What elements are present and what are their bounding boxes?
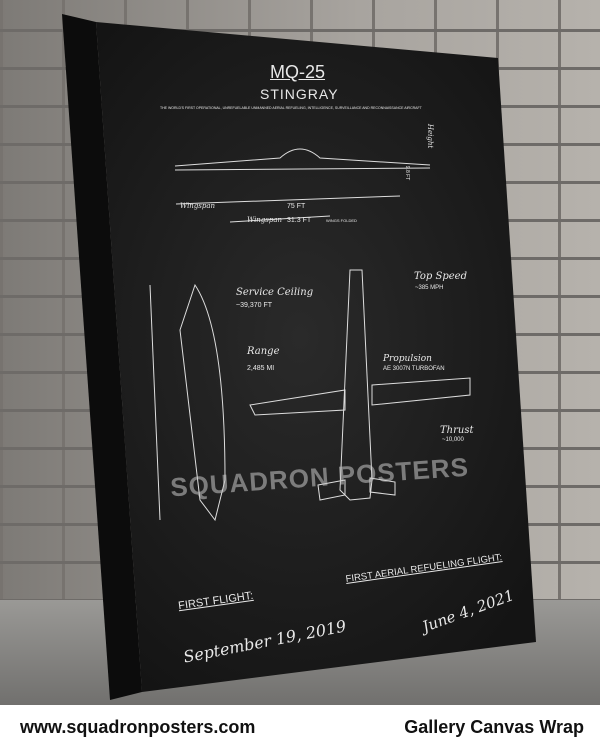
top-view-aircraft [339, 269, 373, 501]
range-value: 2,485 MI [247, 365, 275, 372]
poster-subtitle: STINGRAY [260, 86, 339, 102]
front-view-aircraft [174, 148, 431, 167]
top-speed-value: ~385 MPH [415, 285, 444, 291]
range-label: Range [247, 346, 280, 357]
top-speed-label: Top Speed [414, 271, 467, 282]
wings-folded-note: WINGS FOLDED [326, 218, 357, 223]
poster-tagline: THE WORLD'S FIRST OPERATIONAL, UNREFUELA… [160, 106, 422, 110]
height-label: Height [426, 123, 435, 149]
thrust-label: Thrust [440, 425, 474, 436]
propulsion-label: Propulsion [383, 354, 432, 364]
poster-title: MQ-25 [270, 62, 326, 82]
height-value: 9.8 FT [404, 165, 411, 181]
side-view-aircraft [179, 283, 226, 522]
propulsion-value: AE 3007N TURBOFAN [383, 366, 445, 372]
service-ceiling-value: ~39,370 FT [236, 302, 272, 309]
thrust-value: ~10,000 [442, 437, 464, 443]
wingspan-folded-value: 31.3 FT [287, 217, 312, 224]
website-link[interactable]: www.squadronposters.com [20, 717, 256, 737]
wingspan-value: 75 FT [287, 203, 306, 210]
product-type: Gallery Canvas Wrap [404, 717, 584, 737]
footer-bar: www.squadronposters.com Gallery Canvas W… [0, 705, 600, 750]
wingspan-label: Wingspan [180, 202, 216, 210]
service-ceiling-label: Service Ceiling [236, 287, 314, 298]
wingspan-folded-label: Wingspan [247, 216, 283, 224]
